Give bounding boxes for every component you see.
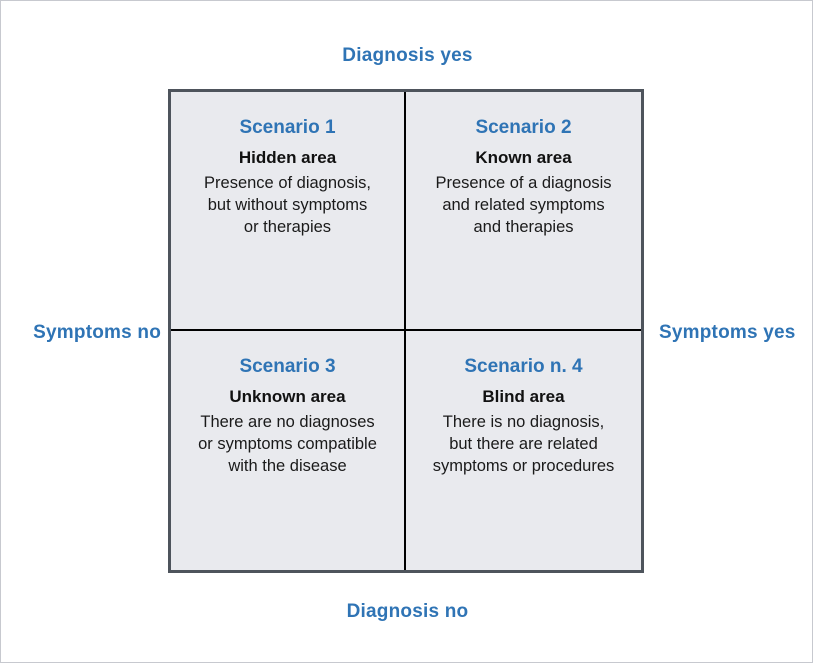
axis-label-bottom: Diagnosis no (346, 601, 469, 622)
quadrant-subtitle: Known area (475, 147, 572, 167)
description-line: There are no diagnoses (200, 412, 375, 431)
quadrant-subtitle: Unknown area (229, 386, 346, 406)
quadrant-title: Scenario n. 4 (464, 356, 583, 377)
quadrant-description: There are no diagnoses or symptoms compat… (185, 411, 390, 478)
description-line: with the disease (228, 457, 347, 476)
axis-label-left: Symptoms no (33, 322, 161, 343)
description-line: and related symptoms (442, 195, 605, 214)
description-line: There is no diagnosis, (442, 412, 605, 431)
axis-label-top: Diagnosis yes (342, 45, 473, 66)
quadrant-description: There is no diagnosis, but there are rela… (420, 411, 627, 478)
description-line: but there are related (449, 434, 598, 453)
quadrant-description: Presence of diagnosis, but without sympto… (185, 172, 390, 239)
description-line: Presence of diagnosis, (204, 173, 371, 192)
description-line: and therapies (473, 218, 574, 237)
quadrant-bottom-left: Scenario 3 Unknown area There are no dia… (171, 331, 406, 570)
quadrant-description: Presence of a diagnosis and related sympt… (420, 172, 627, 239)
quadrant-top-right: Scenario 2 Known area Presence of a diag… (406, 92, 641, 331)
quadrant-subtitle: Blind area (482, 386, 565, 406)
quadrant-title: Scenario 3 (239, 356, 336, 377)
quadrant-matrix: Scenario 1 Hidden area Presence of diagn… (168, 89, 644, 573)
quadrant-top-left: Scenario 1 Hidden area Presence of diagn… (171, 92, 406, 331)
quadrant-bottom-right: Scenario n. 4 Blind area There is no dia… (406, 331, 641, 570)
description-line: but without symptoms (207, 195, 368, 214)
quadrant-subtitle: Hidden area (238, 147, 337, 167)
axis-label-right: Symptoms yes (659, 322, 796, 343)
description-line: Presence of a diagnosis (435, 173, 612, 192)
quadrant-title: Scenario 1 (239, 117, 336, 138)
description-line: symptoms or procedures (432, 457, 615, 476)
quadrant-title: Scenario 2 (475, 117, 572, 138)
description-line: or therapies (243, 218, 332, 237)
description-line: or symptoms compatible (198, 434, 377, 453)
